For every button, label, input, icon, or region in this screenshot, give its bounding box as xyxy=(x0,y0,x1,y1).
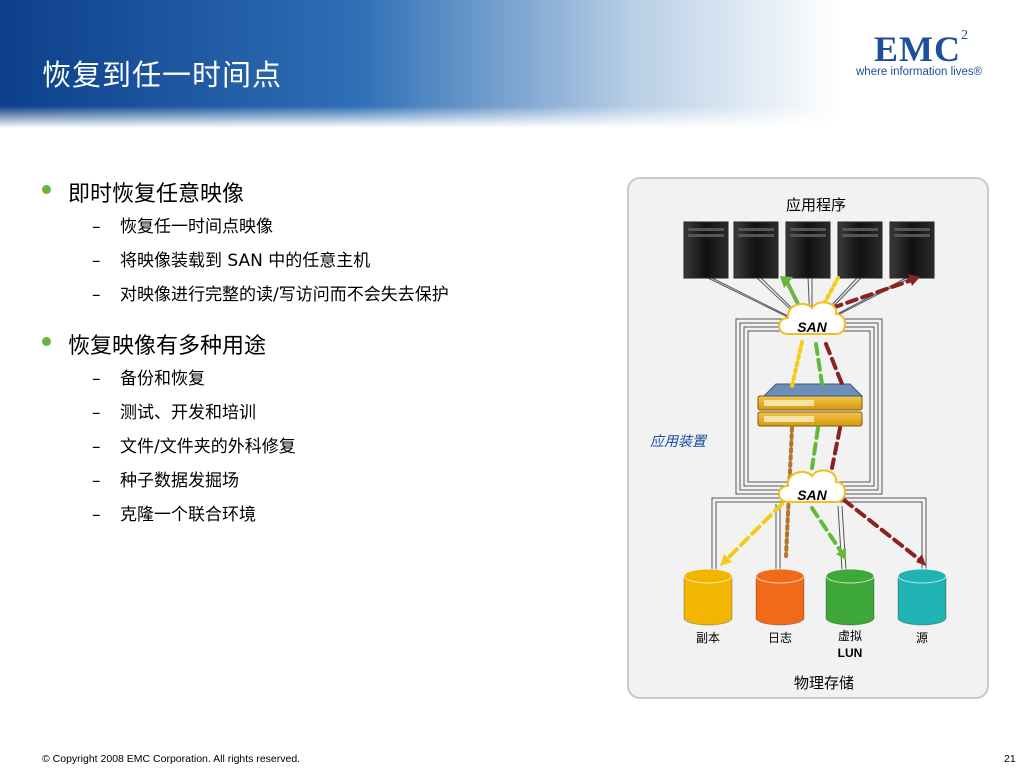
recovery-diagram: 应用程序 xyxy=(627,177,989,699)
data-flow-arrows xyxy=(720,274,926,566)
bullet-dot-icon xyxy=(42,337,51,346)
emc-logo: EMC 2 where information lives® xyxy=(856,28,986,82)
disk-label: 源 xyxy=(916,631,928,645)
bullet-dot-icon xyxy=(42,185,51,194)
logo-superscript: 2 xyxy=(961,28,968,43)
sub-bullet-text: 恢复任一时间点映像 xyxy=(120,217,273,237)
bullet-item: 恢复映像有多种用途 xyxy=(42,328,622,360)
disk-cylinder-icon xyxy=(825,568,875,626)
server-rack-icon xyxy=(733,221,779,279)
sub-bullet-text: 测试、开发和培训 xyxy=(120,403,256,423)
logo-text: EMC xyxy=(874,29,961,69)
page-number: 21 xyxy=(1004,753,1016,765)
server-rack-icon xyxy=(889,221,935,279)
applications-label: 应用程序 xyxy=(786,196,846,214)
sub-bullet-text: 克隆一个联合环境 xyxy=(120,505,256,525)
sub-bullet-text: 文件/文件夹的外科修复 xyxy=(120,437,296,457)
appliance-label: 应用装置 xyxy=(650,434,708,450)
bullet-text: 即时恢复任意映像 xyxy=(68,182,245,207)
disk-cylinder-icon xyxy=(755,568,805,626)
server-rack-icon xyxy=(683,221,729,279)
san-label-top: SAN xyxy=(797,319,827,335)
san-label-bottom: SAN xyxy=(797,487,827,503)
server-rack-icon xyxy=(785,221,831,279)
sub-bullet-item: –备份和恢复 xyxy=(92,369,205,389)
sub-bullet-item: –恢复任一时间点映像 xyxy=(92,217,273,237)
logo-tagline: where information lives® xyxy=(856,66,983,78)
sub-bullet-text: 将映像装载到 SAN 中的任意主机 xyxy=(120,251,371,271)
disk-label: 虚拟 xyxy=(838,629,862,643)
sub-bullet-item: –将映像装载到 SAN 中的任意主机 xyxy=(92,251,371,271)
header-banner xyxy=(0,0,1024,128)
physical-storage-label: 物理存储 xyxy=(794,674,854,692)
server-rack-icon xyxy=(837,221,883,279)
sub-bullet-item: –文件/文件夹的外科修复 xyxy=(92,437,296,457)
sub-bullet-text: 对映像进行完整的读/写访问而不会失去保护 xyxy=(120,285,449,305)
copyright-footer: © Copyright 2008 EMC Corporation. All ri… xyxy=(42,753,301,765)
bullet-text: 恢复映像有多种用途 xyxy=(68,334,267,359)
slide-title: 恢复到任一时间点 xyxy=(42,58,283,92)
sub-bullet-text: 种子数据发掘场 xyxy=(120,471,239,491)
sub-bullet-item: –对映像进行完整的读/写访问而不会失去保护 xyxy=(92,285,449,305)
bullet-item: 即时恢复任意映像 xyxy=(42,176,622,208)
san-cloud-top xyxy=(778,301,846,335)
sub-bullet-item: –克隆一个联合环境 xyxy=(92,505,256,525)
disk-cylinder-icon xyxy=(897,568,947,626)
diagram-frame xyxy=(627,177,989,699)
appliance-icon xyxy=(757,383,864,427)
disk-cylinder-icon xyxy=(683,568,733,626)
san-cloud-bottom xyxy=(778,469,846,503)
san-loop-cables xyxy=(711,318,927,571)
disk-label-lun: LUN xyxy=(838,646,863,660)
sub-bullet-text: 备份和恢复 xyxy=(120,369,205,389)
bullet-list: 即时恢复任意映像 –恢复任一时间点映像 –将映像装载到 SAN 中的任意主机 –… xyxy=(42,176,622,538)
disk-label: 日志 xyxy=(768,631,792,645)
sub-bullet-item: –种子数据发掘场 xyxy=(92,471,239,491)
disk-label: 副本 xyxy=(696,631,720,645)
storage-disks xyxy=(683,568,947,626)
sub-bullet-item: –测试、开发和培训 xyxy=(92,403,256,423)
